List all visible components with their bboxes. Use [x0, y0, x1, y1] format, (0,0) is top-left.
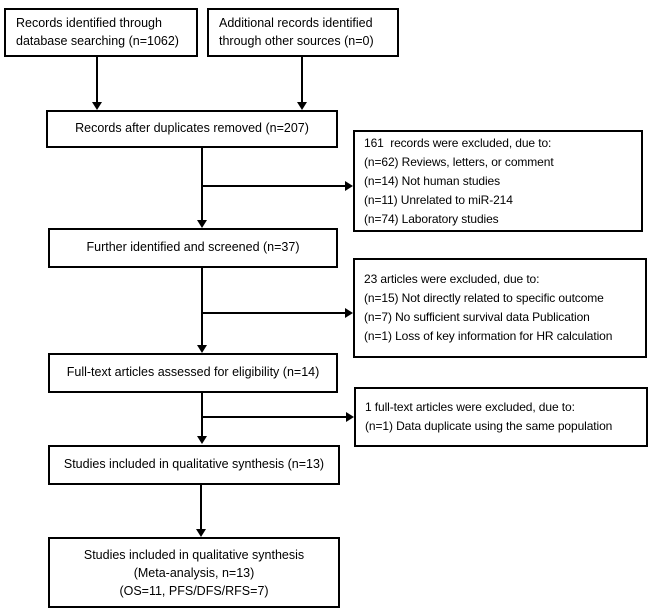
- excl-articles-line4: (n=1) Loss of key information for HR cal…: [364, 329, 613, 343]
- box-meta-analysis-line2: (Meta-analysis, n=13): [133, 565, 255, 580]
- connector-branch-articles-excluded: [202, 312, 345, 314]
- box-additional-records-line2: through other sources (n=0): [219, 33, 374, 48]
- arrowhead-right-icon: [346, 412, 354, 422]
- box-further-screened-label: Further identified and screened (n=37): [86, 240, 300, 255]
- connector-branch-records-excluded: [202, 185, 345, 187]
- box-records-identified: Records identified through database sear…: [4, 8, 198, 57]
- box-duplicates-removed: Records after duplicates removed (n=207): [46, 110, 338, 148]
- box-articles-excluded: 23 articles were excluded, due to: (n=15…: [353, 258, 647, 358]
- box-fulltext-assessed-label: Full-text articles assessed for eligibil…: [66, 365, 320, 380]
- box-records-excluded: 161 records were excluded, due to: (n=62…: [353, 130, 643, 232]
- arrowhead-down-icon: [197, 436, 207, 444]
- arrowhead-down-icon: [196, 529, 206, 537]
- connector-screened-to-fulltext: [201, 268, 203, 345]
- connector-fulltext-to-qualitative: [201, 393, 203, 436]
- excl-records-line1: 161 records were excluded, due to:: [364, 135, 552, 150]
- box-additional-records-line1: Additional records identified: [219, 16, 373, 30]
- arrowhead-right-icon: [345, 181, 353, 191]
- arrowhead-right-icon: [345, 308, 353, 318]
- excl-records-line5: (n=74) Laboratory studies: [364, 211, 499, 226]
- box-fulltext-assessed: Full-text articles assessed for eligibil…: [48, 353, 338, 393]
- box-duplicates-removed-label: Records after duplicates removed (n=207): [75, 121, 309, 136]
- connector-duplicates-to-screened: [201, 148, 203, 220]
- excl-records-line2: (n=62) Reviews, letters, or comment: [364, 154, 554, 169]
- excl-records-line3: (n=14) Not human studies: [364, 173, 501, 188]
- excl-articles-line3: (n=7) No sufficient survival data Public…: [364, 310, 590, 324]
- box-meta-analysis-line3: (OS=11, PFS/DFS/RFS=7): [119, 583, 269, 598]
- box-additional-records: Additional records identified through ot…: [207, 8, 399, 57]
- excl-fulltext-line1: 1 full-text articles were excluded, due …: [365, 400, 575, 414]
- arrowhead-down-icon: [197, 220, 207, 228]
- box-meta-analysis: Studies included in qualitative synthesi…: [48, 537, 340, 608]
- arrowhead-down-icon: [297, 102, 307, 110]
- box-qualitative-synthesis-label: Studies included in qualitative synthesi…: [63, 457, 325, 472]
- arrowhead-down-icon: [92, 102, 102, 110]
- box-records-identified-line2: database searching (n=1062): [16, 33, 179, 48]
- excl-records-line4: (n=11) Unrelated to miR-214: [364, 192, 513, 207]
- connector-qualitative-to-meta: [200, 485, 202, 529]
- box-qualitative-synthesis: Studies included in qualitative synthesi…: [48, 445, 340, 485]
- excl-fulltext-line2: (n=1) Data duplicate using the same popu…: [365, 419, 613, 433]
- box-records-identified-line1: Records identified through: [16, 16, 162, 30]
- box-meta-analysis-line1: Studies included in qualitative synthesi…: [83, 547, 305, 562]
- connector-db-to-duplicates: [96, 57, 98, 102]
- excl-articles-line1: 23 articles were excluded, due to:: [364, 272, 540, 286]
- connector-other-to-duplicates: [301, 57, 303, 102]
- box-fulltext-excluded: 1 full-text articles were excluded, due …: [354, 387, 648, 447]
- excl-articles-line2: (n=15) Not directly related to specific …: [364, 291, 604, 305]
- box-further-screened: Further identified and screened (n=37): [48, 228, 338, 268]
- connector-branch-fulltext-excluded: [202, 416, 346, 418]
- arrowhead-down-icon: [197, 345, 207, 353]
